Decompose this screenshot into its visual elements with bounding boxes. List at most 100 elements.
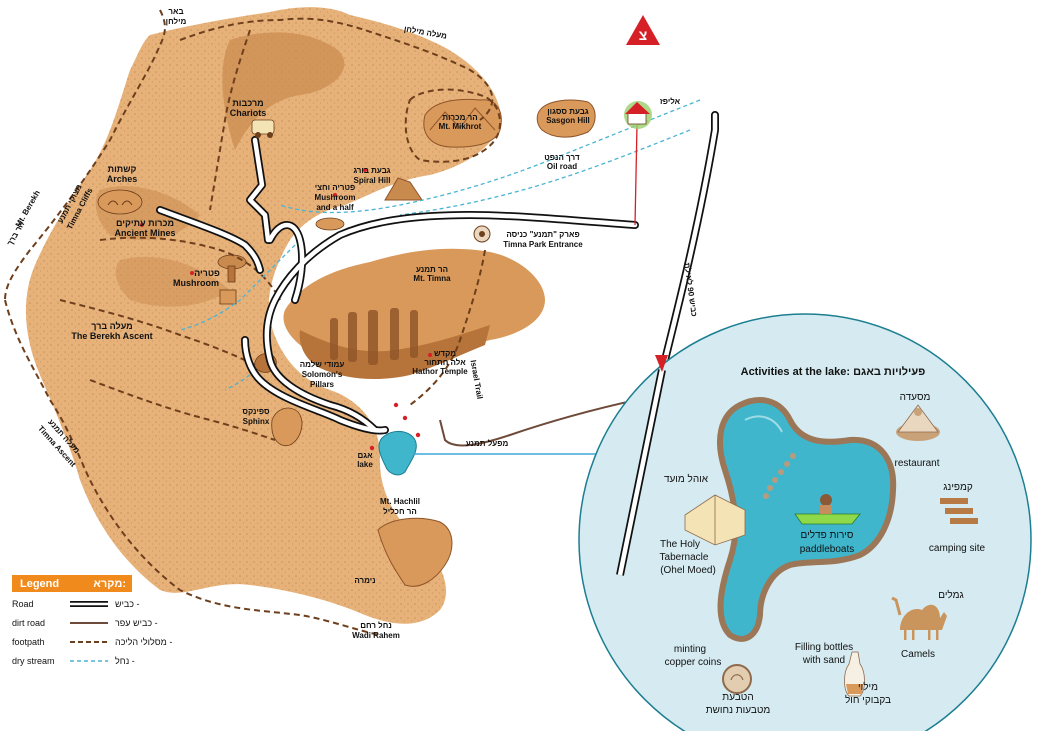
north-marker-icon: צ — [626, 15, 660, 45]
tabernacle-en1: The Holy — [660, 539, 700, 550]
label-arches-en: Arches — [107, 174, 138, 184]
label-hathor-he1: מקדש — [434, 349, 456, 358]
minting-he1: הטבעת — [722, 692, 753, 703]
access-line-eilot — [634, 124, 638, 226]
agam-lake-small — [369, 402, 421, 476]
label-chariots-he: מרכבות — [232, 98, 263, 108]
label-sphinx-en: Sphinx — [243, 417, 270, 426]
label-chariots-en: Chariots — [230, 108, 267, 118]
legend-footpath-he: מסלולי הליכה - — [115, 637, 172, 647]
legend-title-he: מקרא: — [93, 578, 126, 590]
chariots-icon — [251, 119, 275, 138]
label-park-entrance-he: פארק "תמנע" כניסה — [506, 230, 579, 239]
label-agam-en: lake — [357, 460, 373, 469]
activities-title: Activities at the lake: פעילויות באגם — [741, 365, 926, 378]
minting-en1: minting — [674, 644, 706, 655]
label-hachlil-en: Mt. Hachlil — [380, 497, 420, 506]
paddleboats-en: paddleboats — [800, 544, 855, 555]
label-israel-trail: Israel Trail — [469, 359, 485, 400]
hill-mikhrot — [423, 98, 502, 148]
road-90-inset — [616, 369, 666, 576]
label-arches-he: קשתות — [108, 164, 137, 174]
label-sphinx-he: ספינקס — [242, 407, 270, 416]
camping-en: camping site — [929, 543, 986, 554]
legend-road-en: Road — [12, 599, 34, 609]
label-solomons-en2: Pillars — [310, 380, 335, 389]
mt-timna-pillars — [330, 308, 418, 365]
sand-bottle-icon — [844, 651, 865, 697]
activities-inset: Activities at the lake: פעילויות באגם סי… — [578, 313, 1032, 731]
bottles-en2: with sand — [802, 655, 845, 666]
label-park-entrance-en: Timna Park Entrance — [503, 240, 583, 249]
label-hathor-en: Hathor Temple — [412, 367, 468, 376]
paddleboats-he: סירות פדלים — [801, 529, 854, 541]
restaurant-icon — [896, 404, 940, 441]
label-mt-berekh-en: Mt. Berekh — [14, 189, 42, 229]
label-mikhrot-en: Mt. Mikhrot — [439, 122, 482, 131]
label-eilot: אליפז — [660, 97, 681, 106]
label-hachlil-he: הר חכליל — [383, 507, 417, 516]
label-beer-milhan-he2: מילחן — [166, 17, 187, 26]
tabernacle-icon — [684, 494, 746, 546]
legend-dirt-en: dirt road — [12, 618, 45, 628]
label-oil-road-he: דרך הנפט — [544, 153, 580, 162]
coin-icon — [722, 664, 752, 694]
camping-he: קמפינג — [943, 482, 973, 493]
formation-arches — [97, 189, 143, 215]
hill-spiral — [384, 177, 423, 201]
terrain-texture — [25, 7, 501, 624]
legend-road-he: כביש - — [115, 599, 140, 609]
label-beer-milhan-he1: באר — [168, 7, 183, 16]
legend-stream-en: dry stream — [12, 656, 55, 666]
bottles-en1: Filling bottles — [795, 642, 853, 653]
label-solomons-he: עמודי שלמה — [300, 360, 345, 369]
label-mikhrot-he: הר מכרות — [442, 113, 477, 122]
legend: Legend מקרא: Road כביש - dirt road כביש … — [12, 575, 172, 666]
label-berekh-ascent-en: The Berekh Ascent — [71, 331, 152, 341]
restaurant-en: restaurant — [894, 458, 939, 469]
minting-en2: copper coins — [665, 657, 722, 668]
label-oil-road-en: Oil road — [547, 162, 577, 171]
label-mt-timna-en: Mt. Timna — [413, 274, 451, 283]
location-dots — [140, 168, 432, 357]
bottles-he1: מילוי — [858, 681, 878, 693]
hill-hachlil — [377, 517, 453, 587]
label-ancient-mines-he: מכרות עתיקים — [116, 218, 174, 228]
label-hathor-he2: אלה חתחור — [424, 358, 466, 367]
camel-icon — [891, 596, 947, 640]
label-mushroom-he: פטריה — [194, 268, 220, 278]
label-mifal-timna: מפעל תמנע — [466, 439, 509, 448]
north-letter: צ — [639, 27, 648, 43]
label-mushroom-half-en2: and a half — [316, 203, 354, 212]
label-ancient-mines-en: Ancient Mines — [114, 228, 175, 238]
label-sasgon-en: Sasgon Hill — [546, 116, 590, 125]
hill-sasgon — [536, 99, 596, 138]
restaurant-he: מסעדה — [900, 392, 931, 403]
label-wadi-rahem-he: נחל רחם — [360, 621, 392, 630]
tabernacle-en3: (Ohel Moed) — [660, 565, 716, 576]
label-agam-he: אגם — [357, 451, 373, 460]
label-berekh-ascent-he: מעלה ברך — [91, 321, 132, 331]
formation-mushroom-half — [315, 217, 345, 231]
tabernacle-he: אוהל מועד — [664, 473, 709, 485]
park-entrance-icon — [473, 225, 491, 243]
footpaths — [4, 9, 501, 636]
legend-stream-he: נחל - — [115, 656, 135, 666]
camping-icon — [940, 498, 978, 524]
label-spiral-he: גבעת בורג — [353, 166, 390, 175]
label-mt-timna-he: הר תמנע — [416, 265, 448, 274]
label-wadi-rahem-en: Wadi Rahem — [352, 631, 400, 640]
ridge-mushroom — [115, 256, 230, 307]
legend-header-bar — [12, 575, 132, 592]
label-sasgon-he: גבעת ססגון — [547, 107, 589, 116]
legend-dirt-he: כביש עפר - — [115, 618, 158, 628]
camels-en: Camels — [901, 649, 935, 660]
minting-he2: מטבעות נחושת — [706, 705, 771, 716]
formation-sphinx — [271, 407, 303, 447]
camels-he: גמלים — [938, 589, 963, 601]
legend-footpath-en: footpath — [12, 637, 45, 647]
label-mushroom-half-he: פטריה וחצי — [315, 183, 356, 192]
label-mushroom-half-en1: Mushroom — [315, 193, 356, 202]
bottles-he2: בקבוקי חול — [845, 694, 891, 706]
legend-title-en: Legend — [20, 578, 59, 590]
